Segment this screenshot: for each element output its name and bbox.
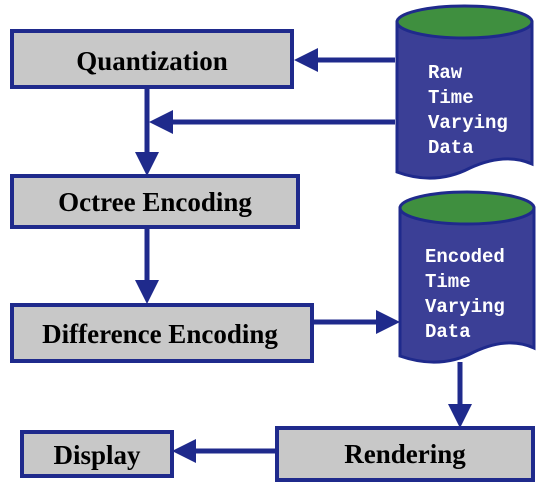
database-raw-line-3: Varying [428,112,508,134]
database-raw-line-4: Data [428,137,474,159]
database-encoded-line-2: Time [425,271,471,293]
box-difference-encoding: Difference Encoding [10,303,314,363]
database-encoded-line-4: Data [425,321,471,343]
database-encoded-top [398,190,536,226]
box-difference-encoding-label: Difference Encoding [42,319,278,349]
box-quantization-label: Quantization [76,46,228,76]
arrow-head-rendering-to-display [172,439,196,463]
database-raw-top [395,4,534,40]
database-raw-line-2: Time [428,87,474,109]
arrow-head-quantization-to-octree [135,152,159,176]
connectors [135,48,472,463]
box-display-label: Display [53,440,141,470]
box-display: Display [20,430,174,478]
box-rendering-label: Rendering [344,439,466,469]
database-encoded-data: Encoded Time Varying Data [398,190,536,364]
arrow-head-raw-to-main-line [149,110,173,134]
database-encoded-line-3: Varying [425,296,505,318]
database-encoded-line-1: Encoded [425,246,505,268]
box-octree-encoding: Octree Encoding [10,174,300,229]
database-raw-data: Raw Time Varying Data [395,4,534,180]
arrow-head-raw-to-quantization [294,48,318,72]
arrow-head-encoded-to-rendering [448,404,472,428]
arrow-head-octree-to-difference [135,280,159,304]
box-quantization: Quantization [10,29,294,89]
database-raw-line-1: Raw [428,62,463,84]
box-octree-encoding-label: Octree Encoding [58,187,252,217]
arrow-head-difference-to-encoded [376,310,400,334]
box-rendering: Rendering [275,426,535,482]
